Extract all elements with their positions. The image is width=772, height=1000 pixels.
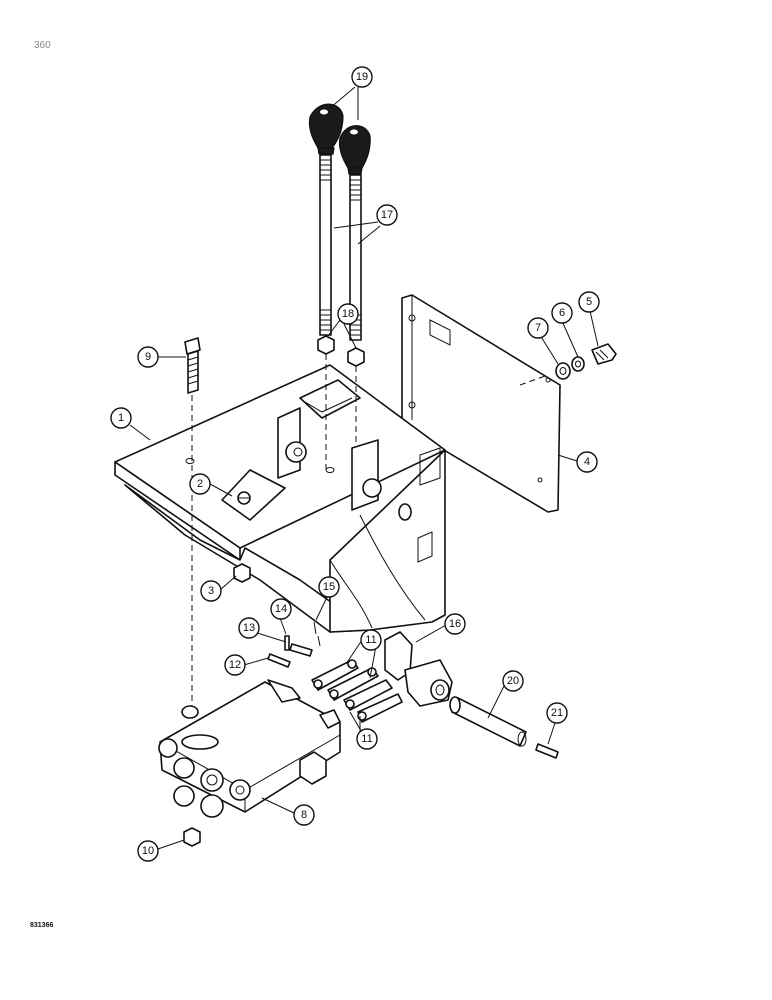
pins-12-15 — [267, 621, 321, 668]
callout-19-label: 17 — [381, 209, 393, 221]
callout-1: 1 — [110, 407, 132, 429]
callout-20-label: 18 — [342, 308, 354, 320]
decal-plate — [221, 469, 286, 521]
callout-11-upper: 11 — [360, 629, 382, 651]
callout-10-label: 10 — [142, 845, 154, 857]
callout-17: 20 — [502, 670, 524, 692]
callout-14-label: 14 — [275, 603, 287, 615]
figure-code: 831366 — [30, 922, 54, 929]
callout-2: 2 — [189, 473, 211, 495]
callout-10: 10 — [137, 840, 159, 862]
callout-14: 14 — [270, 598, 292, 620]
callout-15-label: 15 — [323, 581, 335, 593]
callout-6-label: 6 — [559, 307, 565, 319]
callout-4-label: 4 — [584, 456, 590, 468]
pivot-pin — [449, 696, 527, 747]
lever-knobs — [308, 103, 371, 175]
callout-7-label: 7 — [535, 322, 541, 334]
callout-15: 15 — [318, 576, 340, 598]
links-11 — [311, 659, 403, 723]
bolt-9 — [184, 337, 201, 394]
page-number: 360 — [34, 40, 51, 51]
callout-18-label: 21 — [551, 707, 563, 719]
callout-16-label: 16 — [449, 618, 461, 630]
callout-18: 21 — [546, 702, 568, 724]
callout-2-label: 2 — [197, 478, 203, 490]
lever-hub — [384, 631, 453, 707]
callout-4: 4 — [576, 451, 598, 473]
nut-10 — [183, 827, 201, 847]
callout-11-lower-label: 11 — [361, 733, 372, 745]
callout-17-label: 20 — [507, 675, 519, 687]
callout-7: 7 — [527, 317, 549, 339]
callout-20: 18 — [337, 303, 359, 325]
nut-3 — [233, 563, 251, 583]
callout-1-label: 1 — [118, 412, 124, 424]
callout-9: 9 — [137, 346, 159, 368]
centerlines — [191, 354, 549, 710]
callout-19: 17 — [376, 204, 398, 226]
callout-11-upper-label: 11 — [365, 634, 376, 646]
callout-16: 16 — [444, 613, 466, 635]
callout-8-label: 8 — [301, 809, 307, 821]
callout-5: 5 — [578, 291, 600, 313]
callout-3: 3 — [200, 580, 222, 602]
callout-12: 12 — [224, 654, 246, 676]
callout-9-label: 9 — [145, 351, 151, 363]
callout-8: 8 — [293, 804, 315, 826]
callout-21-label: 19 — [356, 71, 368, 83]
nuts-20 — [317, 335, 365, 367]
callout-13: 13 — [238, 617, 260, 639]
screw-washers — [555, 343, 617, 380]
roll-pin — [535, 743, 559, 759]
callout-21: 19 — [351, 66, 373, 88]
callout-12-label: 12 — [229, 659, 241, 671]
callout-3-label: 3 — [208, 585, 214, 597]
callout-13-label: 13 — [243, 622, 255, 634]
callout-6: 6 — [551, 302, 573, 324]
callout-11-lower: 11 — [356, 728, 378, 750]
control-bracket — [114, 364, 446, 633]
callout-5-label: 5 — [586, 296, 592, 308]
control-valve — [158, 679, 341, 818]
